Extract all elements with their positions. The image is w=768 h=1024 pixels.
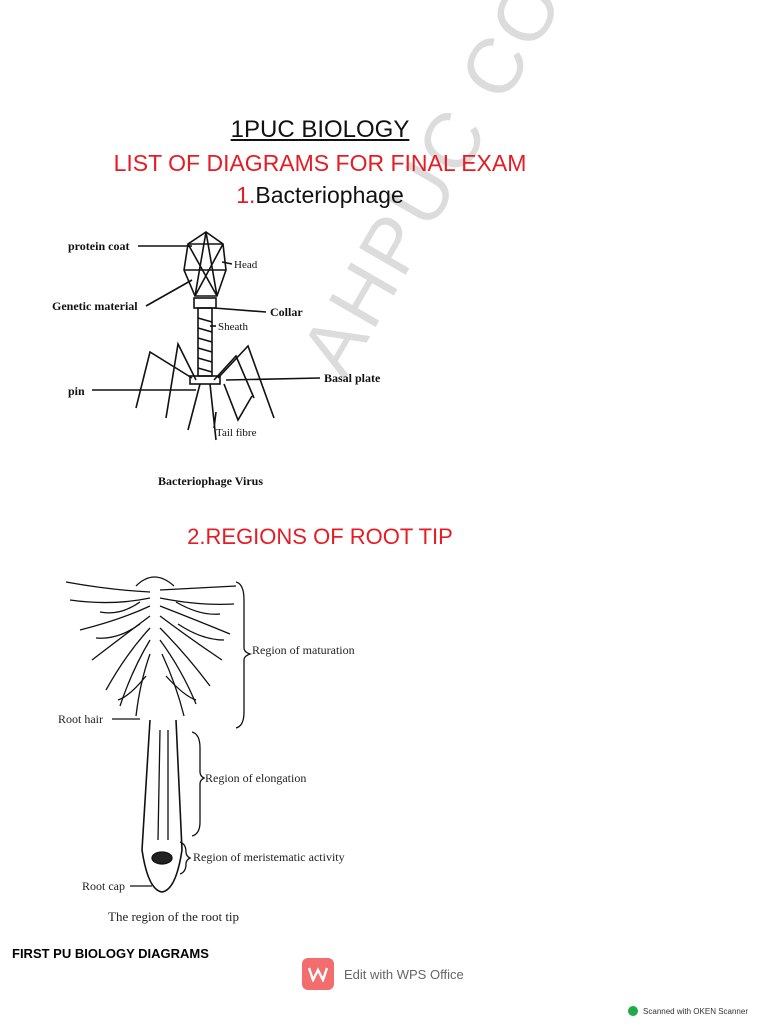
- section-1-number: 1.: [236, 182, 256, 208]
- wps-w-icon: [302, 958, 334, 990]
- label-tail-fibre: Tail fibre: [216, 427, 257, 439]
- brace-elongation: [191, 731, 206, 837]
- label-collar: Collar: [270, 305, 303, 319]
- bacteriophage-caption: Bacteriophage Virus: [158, 474, 263, 488]
- label-region-elongation: Region of elongation: [205, 771, 306, 785]
- label-region-maturation: Region of maturation: [252, 643, 355, 657]
- section-2-heading: 2.REGIONS OF ROOT TIP: [187, 524, 453, 549]
- brace-meristematic: [179, 841, 192, 875]
- meristem-region-mark: [151, 851, 173, 865]
- edit-with-wps-button[interactable]: Edit with WPS Office: [302, 958, 464, 990]
- root-body-outline: [141, 719, 183, 893]
- root-hairs: [65, 581, 237, 717]
- wps-label: Edit with WPS Office: [344, 966, 464, 982]
- phage-head-shape: [183, 231, 227, 297]
- phage-basal-plate-shape: [189, 375, 221, 385]
- scanner-logo-icon: [628, 1006, 639, 1016]
- root-tip-caption: The region of the root tip: [108, 909, 239, 924]
- label-root-cap: Root cap: [82, 879, 125, 893]
- label-basal-plate: Basal plate: [324, 371, 381, 385]
- label-genetic-material: Genetic material: [52, 299, 138, 313]
- label-head: Head: [234, 259, 258, 271]
- root-top-cap: [135, 576, 175, 587]
- document-subtitle: LIST OF DIAGRAMS FOR FINAL EXAM: [113, 150, 527, 176]
- label-root-hair: Root hair: [58, 712, 103, 726]
- section-1-title: Bacteriophage: [255, 182, 404, 208]
- section-1-heading: 1.Bacteriophage: [0, 182, 640, 209]
- label-pin: pin: [68, 384, 85, 398]
- label-region-meristematic: Region of meristematic activity: [193, 850, 345, 864]
- scanner-credit: Scanned with OKEN Scanner: [628, 1006, 748, 1016]
- document-title: 1PUC BIOLOGY: [230, 116, 410, 143]
- label-protein-coat: protein coat: [68, 239, 129, 253]
- label-sheath: Sheath: [218, 321, 248, 333]
- scanner-label: Scanned with OKEN Scanner: [643, 1006, 748, 1016]
- footer-document-label: FIRST PU BIOLOGY DIAGRAMS: [12, 946, 209, 961]
- brace-maturation: [235, 581, 253, 729]
